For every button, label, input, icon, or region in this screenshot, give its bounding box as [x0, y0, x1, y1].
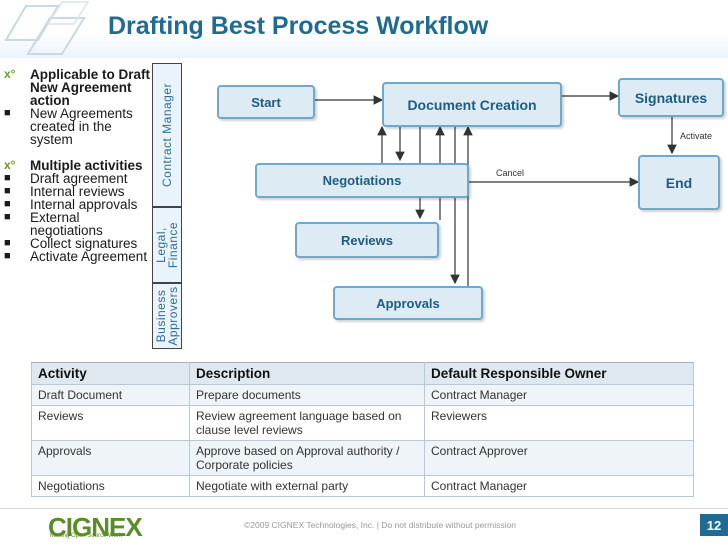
bullet-item: x°Applicable to Draft New Agreement acti…: [4, 67, 151, 108]
logo-tagline: Making Open Source Work: [50, 533, 122, 539]
bullet-item: ■Internal approvals: [4, 197, 138, 212]
bullet-item: ■Activate Agreement: [4, 249, 148, 264]
square-bullet-icon: ■: [4, 185, 11, 197]
bullet-item: x°Multiple activities: [4, 158, 143, 173]
bullet-list: x°Applicable to Draft New Agreement acti…: [4, 67, 154, 264]
negotiations-node: Negotiations: [255, 163, 469, 198]
column-header: Default Responsible Owner: [424, 362, 694, 385]
table-cell: Prepare documents: [189, 384, 425, 406]
slide-title: Drafting Best Process Workflow: [108, 12, 489, 40]
document-creation-node: Document Creation: [382, 82, 562, 127]
table-header-row: Activity Description Default Responsible…: [31, 362, 694, 385]
cignex-logo: CIGNEX: [48, 512, 143, 542]
reviews-node: Reviews: [295, 222, 439, 258]
table-cell: Review agreement language based on claus…: [189, 405, 425, 441]
activate-label: Activate: [680, 131, 713, 141]
signatures-node: Signatures: [618, 78, 724, 117]
table-cell: Contract Approver: [424, 440, 694, 476]
lane-contract-manager: Contract Manager: [152, 63, 182, 207]
bullet-item: ■Collect signatures: [4, 236, 138, 251]
end-node: End: [638, 155, 720, 210]
table-cell: Approvals: [31, 440, 190, 476]
bullet-item: ■New Agreements created in the system: [4, 106, 133, 147]
table-cell: Negotiate with external party: [189, 475, 425, 497]
approvals-node: Approvals: [333, 286, 483, 320]
footer-divider: [0, 508, 728, 509]
bullet-item: ■Draft agreement: [4, 171, 128, 186]
x-bullet-icon: x°: [4, 67, 16, 81]
table-cell: Reviews: [31, 405, 190, 441]
square-bullet-icon: ■: [4, 250, 11, 262]
bullet-item: ■External negotiations: [4, 210, 103, 238]
bullet-item: ■Internal reviews: [4, 184, 125, 199]
page-number: 12: [700, 514, 728, 536]
activity-table: Activity Description Default Responsible…: [31, 362, 694, 497]
table-cell: Contract Manager: [424, 475, 694, 497]
square-bullet-icon: ■: [4, 172, 11, 184]
square-bullet-icon: ■: [4, 237, 11, 249]
start-node: Start: [217, 85, 315, 119]
table-cell: Approve based on Approval authority / Co…: [189, 440, 425, 476]
copyright-notice: ©2009 CIGNEX Technologies, Inc. | Do not…: [244, 520, 516, 530]
table-row: Reviews Review agreement language based …: [31, 405, 694, 441]
square-bullet-icon: ■: [4, 107, 11, 119]
column-header: Activity: [31, 362, 190, 385]
table-row: Draft Document Prepare documents Contrac…: [31, 384, 694, 406]
slide-header: Drafting Best Process Workflow: [0, 0, 728, 58]
cignex-logo-mark-icon: [4, 1, 90, 55]
column-header: Description: [189, 362, 425, 385]
table-cell: Contract Manager: [424, 384, 694, 406]
table-cell: Negotiations: [31, 475, 190, 497]
lane-legal-finance: Legal,Finance: [152, 207, 182, 283]
cancel-label: Cancel: [496, 168, 525, 178]
table-cell: Reviewers: [424, 405, 694, 441]
table-row: Approvals Approve based on Approval auth…: [31, 440, 694, 476]
table-cell: Draft Document: [31, 384, 190, 406]
table-row: Negotiations Negotiate with external par…: [31, 475, 694, 497]
square-bullet-icon: ■: [4, 211, 11, 223]
x-bullet-icon: x°: [4, 158, 16, 172]
square-bullet-icon: ■: [4, 198, 11, 210]
